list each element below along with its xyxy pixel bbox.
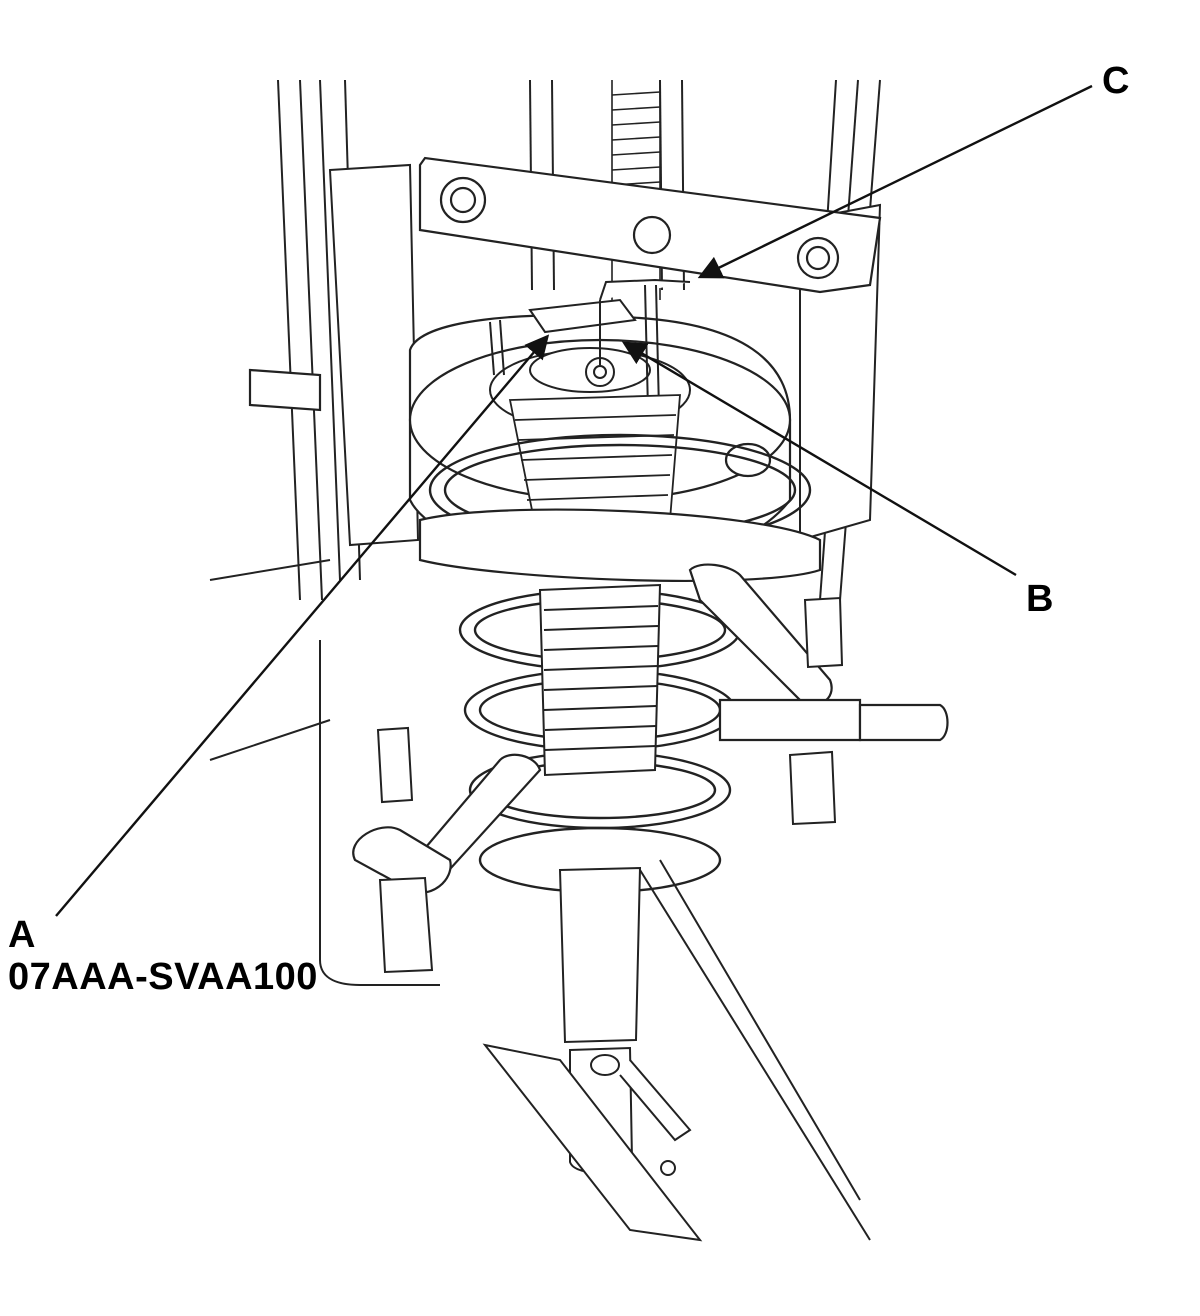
lower-base-frame	[209, 559, 440, 986]
callout-a-part-number: 07AAA-SVAA100	[8, 956, 318, 998]
leader-a	[55, 334, 550, 917]
leader-c	[697, 84, 1093, 279]
callout-label-c: C	[1102, 60, 1130, 102]
frame-side-housing	[328, 163, 882, 547]
callout-label-b: B	[1026, 578, 1054, 620]
lower-threaded-posts	[376, 596, 844, 974]
callout-leaders	[55, 84, 1093, 917]
lower-clamp-plate	[418, 508, 822, 583]
leader-b	[621, 341, 1017, 577]
callout-label-a: A	[8, 914, 36, 956]
top-crossbar	[418, 156, 882, 294]
dust-boot	[508, 394, 681, 526]
compressor-arms	[248, 368, 949, 894]
lower-strut	[482, 859, 871, 1242]
shock-body	[538, 583, 662, 777]
